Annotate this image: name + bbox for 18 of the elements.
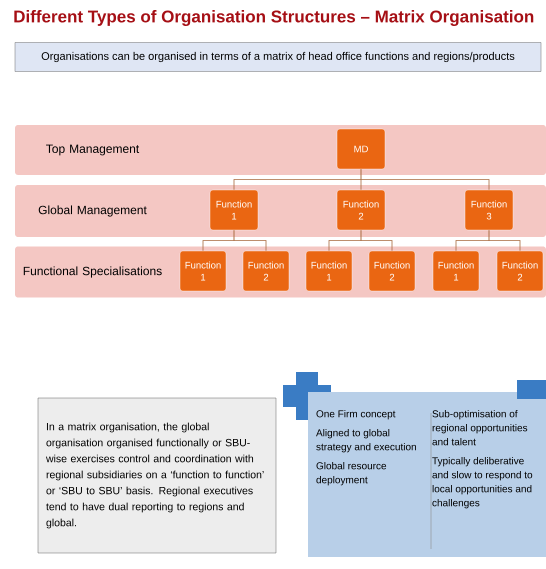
text-box: In a matrix organisation, the global organisation organised functionally or SBU-wise exercises control and coordination with regional subsidiaries on a ‘function to function’ or ‘SBU to SBU’ basis. Regional executives tend to have dual reporting to regions and global. [38,398,276,554]
connector [360,168,490,190]
org-box: Function 2 [496,250,544,292]
connector [488,230,520,252]
connector [360,230,392,252]
subtitle-box: Organisations can be organised in terms of a matrix of head office functions and regions/products [14,42,542,72]
org-box: Function 1 [432,250,480,292]
org-box: Function 2 [242,250,290,292]
connector [234,230,266,252]
title: Different Types of Organisation Structures – Matrix Organisation [14,10,534,26]
org-box: Function 1 [210,190,258,230]
panel: One Firm concept Aligned to global strategy and execution Global resource deployment Sub-optimisation of regional opportunities and talent Typically deliberative and slow to respond to local opportunities and challenges [308,392,546,557]
org-box: Function 2 [336,190,386,230]
org-box: MD [336,128,386,170]
org-box: Function 2 [368,250,416,292]
org-box: Function 1 [306,250,352,292]
org-box: Function 3 [464,190,514,230]
org-box: Function 1 [180,250,226,292]
